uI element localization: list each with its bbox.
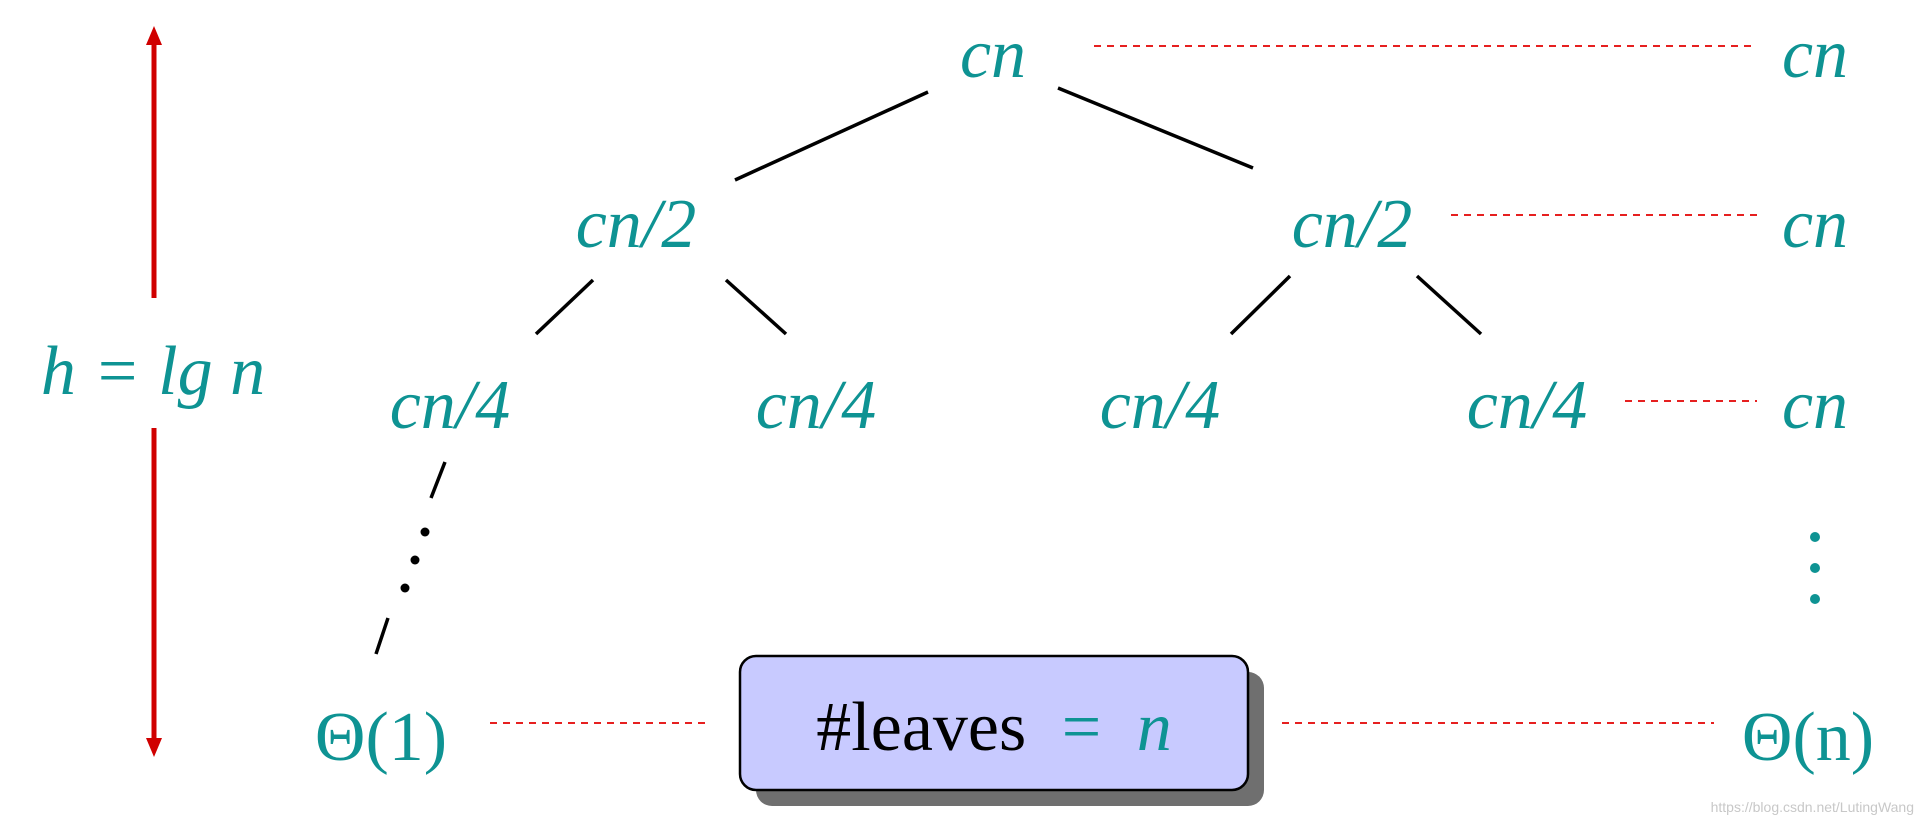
- edge-leaf-bottom: [374, 617, 390, 655]
- row-sum-level0: cn: [1782, 16, 1848, 93]
- node-level2-3: cn/4: [1100, 367, 1221, 444]
- leaf-node: Θ(1): [315, 699, 447, 776]
- arrow-down-icon: [146, 738, 162, 757]
- node-root: cn: [960, 16, 1026, 93]
- leaves-box-text: #leaves = n: [816, 689, 1171, 766]
- node-level1-left: cn/2: [576, 186, 697, 263]
- leaves-box-background: [738, 654, 1250, 792]
- height-arrow: [146, 26, 162, 757]
- edge-root-left: [734, 90, 929, 182]
- edge-left-left: [534, 278, 595, 336]
- edge-root-right: [1057, 86, 1254, 170]
- node-level1-right: cn/2: [1292, 186, 1413, 263]
- height-label-text: h = lg n: [41, 333, 265, 410]
- watermark: https://blog.csdn.net/LutingWang: [1711, 799, 1914, 815]
- node-level2-4: cn/4: [1467, 367, 1588, 444]
- edge-leaf-top: [429, 461, 447, 499]
- row-sum-level2: cn: [1782, 367, 1848, 444]
- leaves-value: n: [1137, 689, 1172, 766]
- node-level2-2: cn/4: [756, 367, 877, 444]
- edge-left-right: [724, 278, 788, 336]
- leaves-label: #leaves: [816, 689, 1026, 766]
- row-sum-level1: cn: [1782, 186, 1848, 263]
- vertical-ellipsis-icon: [1810, 532, 1820, 604]
- dashed-connectors: [490, 45, 1757, 724]
- row-sum-leaves: Θ(n): [1742, 699, 1874, 776]
- leaves-count-box: #leaves = n: [738, 654, 1264, 806]
- edge-right-left: [1229, 274, 1292, 336]
- node-level2-1: cn/4: [390, 367, 511, 444]
- edge-right-right: [1415, 274, 1483, 336]
- diagonal-ellipsis-icon: [400, 527, 430, 593]
- tree-edges: [374, 86, 1483, 655]
- arrow-up-icon: [146, 26, 162, 45]
- leaves-equals: =: [1062, 689, 1101, 766]
